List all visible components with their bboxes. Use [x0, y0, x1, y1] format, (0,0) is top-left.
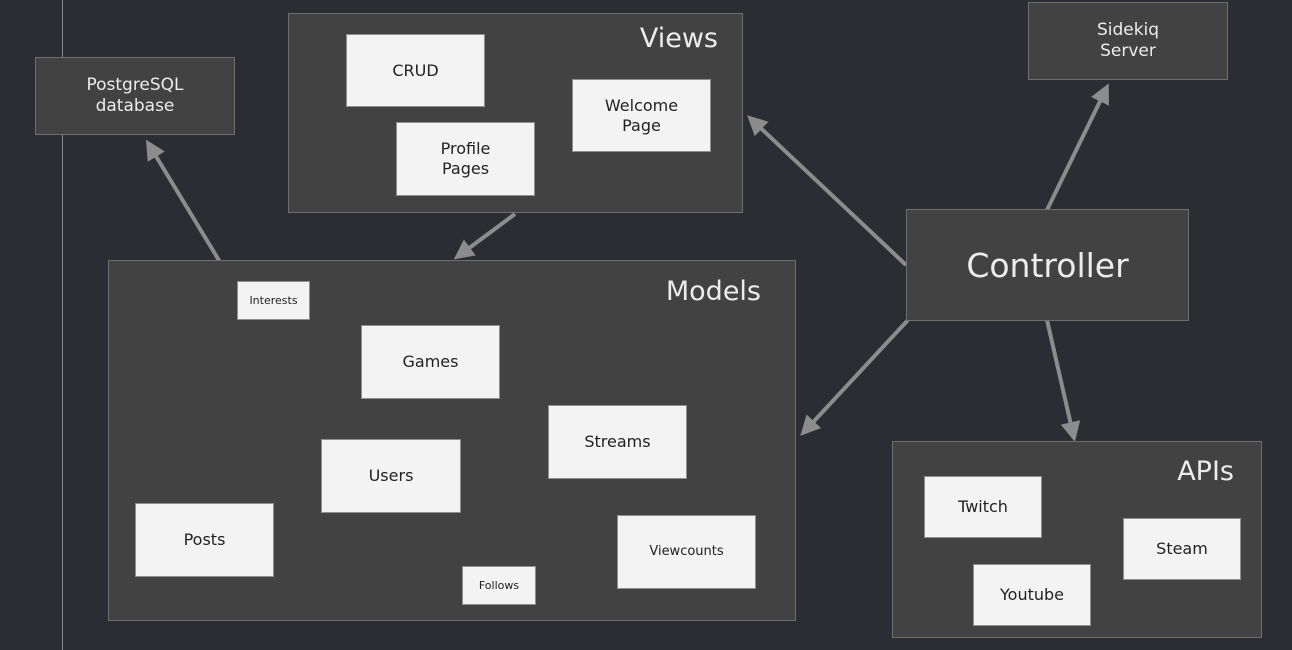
profile-label-line2: Pages — [441, 159, 490, 178]
arrow-controller-to-models — [800, 318, 910, 436]
steam-box: Steam — [1123, 518, 1241, 580]
users-box: Users — [321, 439, 461, 513]
follows-label: Follows — [478, 578, 520, 592]
arrow-views-to-models — [453, 212, 517, 260]
arrow-models-to-database — [145, 139, 222, 264]
models-title: Models — [665, 276, 761, 307]
posts-label: Posts — [183, 530, 226, 549]
welcome-page-box: Welcome Page — [572, 79, 711, 152]
controller-box: Controller — [906, 209, 1189, 321]
posts-box: Posts — [135, 503, 274, 577]
youtube-label: Youtube — [1000, 585, 1064, 604]
twitch-label: Twitch — [958, 497, 1008, 516]
users-label: Users — [368, 466, 414, 485]
follows-box: Follows — [462, 566, 536, 605]
postgresql-database-box: PostgreSQL database — [35, 57, 235, 135]
games-box: Games — [361, 325, 500, 399]
views-title: Views — [639, 23, 718, 54]
twitch-box: Twitch — [924, 476, 1042, 538]
interests-label: Interests — [249, 293, 298, 307]
sidekiq-label-line2: Server — [1100, 41, 1156, 61]
apis-title: APIs — [1177, 456, 1234, 487]
crud-label: CRUD — [392, 60, 439, 80]
profile-label-line1: Profile — [440, 139, 491, 158]
welcome-label-line1: Welcome — [604, 95, 679, 115]
interests-box: Interests — [237, 281, 310, 320]
games-label: Games — [402, 352, 459, 371]
welcome-label-line2: Page — [622, 115, 661, 135]
streams-label: Streams — [584, 432, 651, 451]
arrow-controller-to-sidekiq — [1045, 83, 1109, 211]
steam-label: Steam — [1156, 539, 1208, 558]
viewcounts-box: Viewcounts — [617, 515, 756, 589]
vertical-guide-line — [62, 0, 63, 650]
database-label-line2: database — [95, 96, 175, 116]
crud-box: CRUD — [346, 34, 485, 107]
sidekiq-label-line1: Sidekiq — [1096, 19, 1160, 40]
database-label-line1: PostgreSQL — [86, 74, 184, 95]
profile-pages-box: Profile Pages — [396, 122, 535, 196]
arrow-controller-to-apis — [1045, 319, 1081, 442]
arrow-controller-to-views — [747, 115, 908, 267]
viewcounts-label: Viewcounts — [649, 543, 724, 559]
controller-label: Controller — [966, 245, 1129, 285]
streams-box: Streams — [548, 405, 687, 479]
youtube-box: Youtube — [973, 564, 1091, 626]
sidekiq-server-box: Sidekiq Server — [1028, 2, 1228, 80]
